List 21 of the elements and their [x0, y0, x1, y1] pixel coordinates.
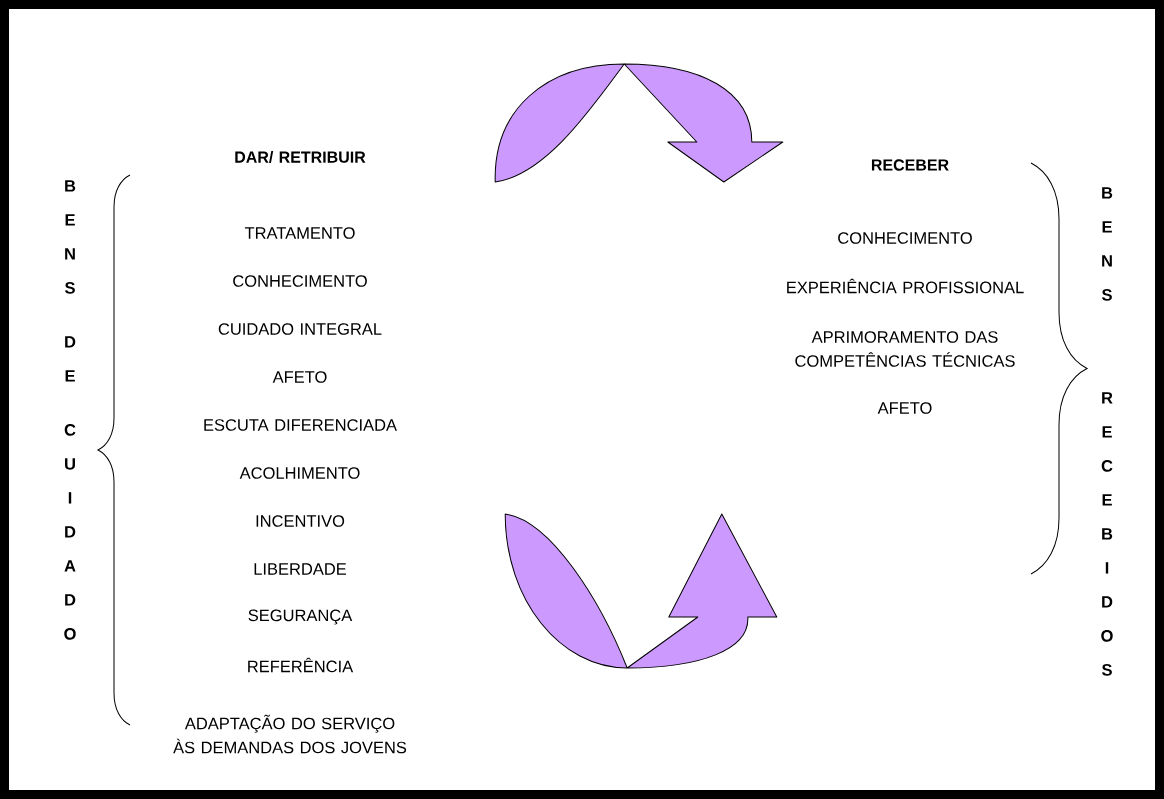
column-heading: DAR/ RETRIBUIR [235, 151, 366, 163]
list-item: APRIMORAMENTO DAS COMPETÊNCIAS TÉCNICAS [795, 331, 1015, 367]
list-item: INCENTIVO [256, 515, 345, 527]
list-item: AFETO [877, 402, 932, 414]
list-item: SEGURANÇA [248, 609, 353, 625]
list-item: AFETO [272, 371, 327, 383]
list-item: EXPERIÊNCIA PROFISSIONAL [787, 278, 1024, 294]
list-item: TRATAMENTO [244, 227, 355, 239]
list-item: CUIDADO INTEGRAL [218, 323, 382, 335]
list-item: CONHECIMENTO [233, 275, 367, 287]
list-item: ESCUTA DIFERENCIADA [204, 419, 397, 431]
vertical-label: BENS RECEBIDOS [1101, 187, 1113, 676]
list-item: ADAPTAÇÃO DO SERVIÇO ÀS DEMANDAS DOS JOVENS [173, 714, 407, 754]
list-item: CONHECIMENTO [838, 232, 972, 244]
list-item: ACOLHIMENTO [239, 467, 360, 479]
column-heading: RECEBER [871, 159, 949, 171]
list-item: LIBERDADE [254, 563, 347, 575]
curved-arrow [494, 63, 784, 183]
vertical-label: BENS DE CUIDADO [64, 180, 76, 640]
curved-arrow [504, 513, 778, 669]
list-item: REFERÊNCIA [248, 657, 354, 673]
